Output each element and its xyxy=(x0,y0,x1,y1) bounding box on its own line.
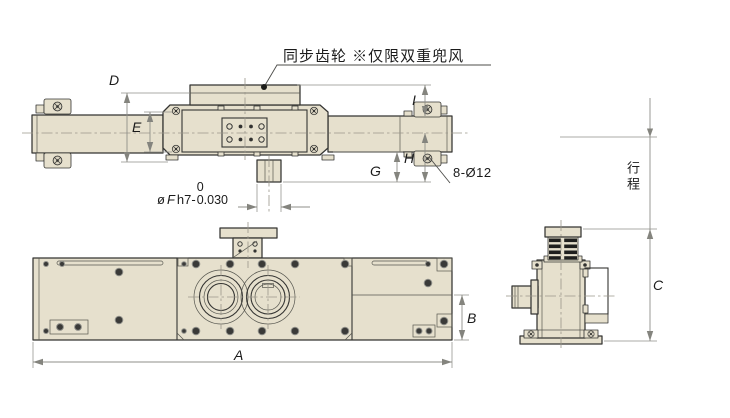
tolerance-lower: 0.030 xyxy=(196,193,228,208)
front-view xyxy=(32,227,453,341)
left-shaft xyxy=(31,114,164,154)
dim-label-h: H xyxy=(404,150,415,166)
bearing-clamps xyxy=(35,99,448,168)
holes-leader xyxy=(428,156,451,184)
dim-label-d: D xyxy=(109,72,120,88)
sync-gear-note: 同步齿轮 ※仅限双重兜风 xyxy=(283,48,465,65)
top-view xyxy=(31,84,453,183)
stroke-label: 行程 xyxy=(625,161,640,193)
fit-letter: F xyxy=(166,192,175,208)
side-view xyxy=(511,226,609,345)
tolerance-stack: 0 0.030 xyxy=(196,180,228,208)
dim-label-e: E xyxy=(132,119,142,135)
dim-label-i: I xyxy=(412,92,416,108)
right-shaft xyxy=(327,115,453,153)
fit-class: h7- xyxy=(176,192,196,208)
front-bolts xyxy=(43,257,453,338)
sync-gear-leader xyxy=(263,64,491,88)
dim-label-c: C xyxy=(653,277,664,293)
centerlines xyxy=(22,78,616,350)
gear-housing xyxy=(162,104,329,156)
front-spigot-flange xyxy=(219,227,278,239)
tolerance-upper: 0 xyxy=(196,180,204,194)
diameter-symbol: ø xyxy=(157,192,165,208)
side-bracket xyxy=(584,267,609,315)
dimension-lines xyxy=(32,84,657,368)
dim-label-a: A xyxy=(234,347,244,363)
bellows xyxy=(543,226,583,263)
dim-label-b: B xyxy=(467,310,477,326)
mounting-plate xyxy=(221,117,268,148)
top-cap xyxy=(544,226,582,238)
dim-label-g: G xyxy=(370,163,381,179)
holes-note: 8-Ø12 xyxy=(453,165,492,180)
leader-lines xyxy=(261,64,491,184)
sync-gear-pointer-dot xyxy=(261,84,267,90)
shaft-fit-tolerance: ø F h7- 0 0.030 xyxy=(157,180,228,208)
